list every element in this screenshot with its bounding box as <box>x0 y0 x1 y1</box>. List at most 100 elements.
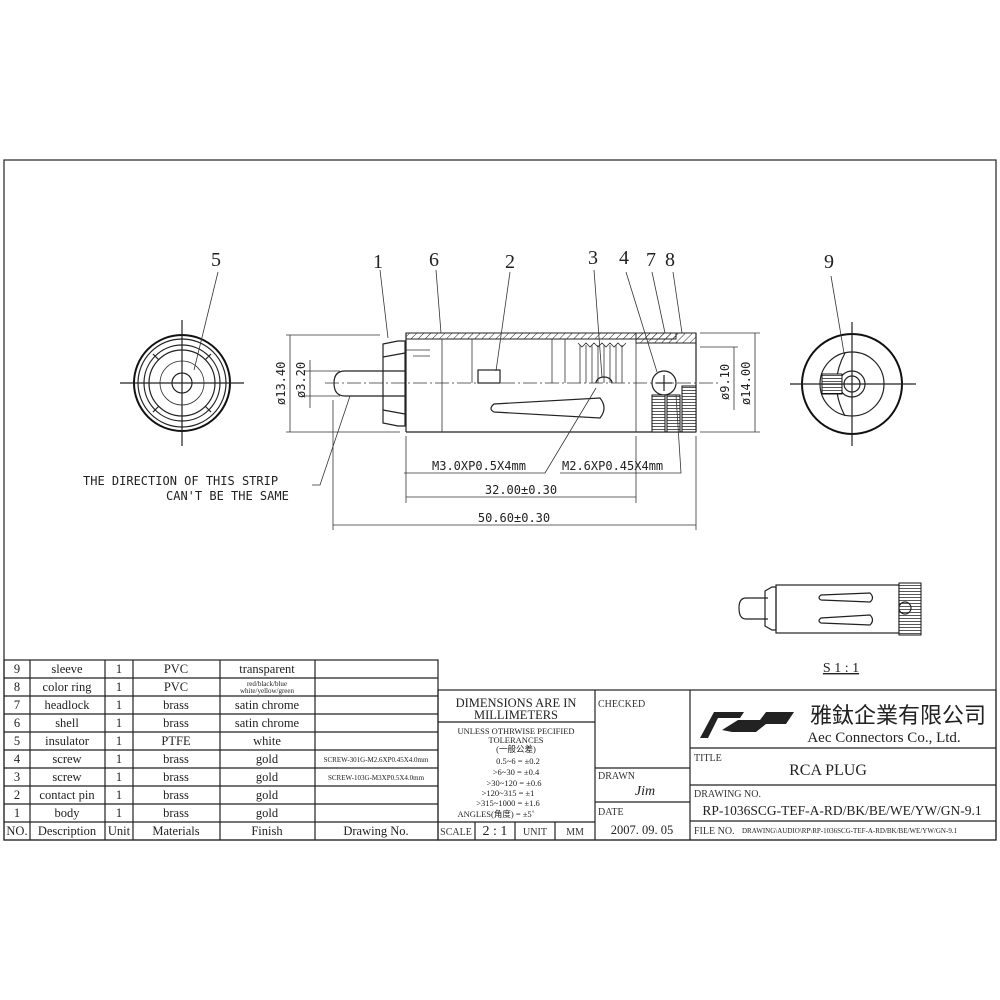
balloon-3: 3 <box>588 247 598 269</box>
bom-description: screw <box>52 752 81 766</box>
bom-no: 4 <box>14 752 21 766</box>
dims-note-line2: MILLIMETERS <box>474 708 558 722</box>
company-name-cn: 雅鈦企業有限公司 <box>810 703 986 728</box>
unit-value: MM <box>566 827 584 838</box>
bom-description: sleeve <box>51 662 83 676</box>
bom-finish: gold <box>256 752 279 766</box>
bom-finish: white <box>253 734 281 748</box>
dim-d9-10: ø9.10 <box>718 364 732 400</box>
balloon-2: 2 <box>505 251 515 273</box>
dims-note-line1: DIMENSIONS ARE IN <box>456 696 577 710</box>
dimension-lines <box>286 332 760 530</box>
bom-material: brass <box>163 770 189 784</box>
bom-finish: gold <box>256 806 279 820</box>
bom-unit: 1 <box>116 734 122 748</box>
tolerance-row: >30~120 = ±0.6 <box>487 778 542 788</box>
bom-no: 1 <box>14 806 20 820</box>
tolerance-row: >120~315 = ±1 <box>482 788 535 798</box>
bom-no: 8 <box>14 680 20 694</box>
bom-finish: satin chrome <box>235 698 300 712</box>
balloon-5: 5 <box>211 249 221 271</box>
bom-no: 3 <box>14 770 20 784</box>
bom-finish: gold <box>256 788 279 802</box>
drawing-no-value: RP-1036SCG-TEF-A-RD/BK/BE/WE/YW/GN-9.1 <box>702 803 981 818</box>
checked-label: CHECKED <box>598 699 645 710</box>
bom-unit: 1 <box>116 752 122 766</box>
unit-label: UNIT <box>523 827 547 838</box>
header-drawing-no: Drawing No. <box>343 824 408 838</box>
bom-drawing-no: SCREW-103G-M3XP0.5X4.0mm <box>328 774 425 782</box>
bom-description: insulator <box>45 734 90 748</box>
scale-1-1-label: S 1 : 1 <box>823 661 859 676</box>
balloon-9: 9 <box>824 251 834 273</box>
file-no-value: DRAWING\AUDIO\RP\RP-1036SCG-TEF-A-RD/BK/… <box>742 827 958 835</box>
title-block: DIMENSIONS ARE IN MILLIMETERS UNLESS OTH… <box>440 696 986 839</box>
date-label: DATE <box>598 807 624 818</box>
tolerance-note-line2: TOLERANCES <box>488 735 543 745</box>
bom-table: 9 sleeve 1 PVC transparent 8 color ring … <box>6 662 429 838</box>
dim-length-50: 50.60±0.30 <box>478 511 550 525</box>
table-row: 1 body 1 brass gold <box>14 806 279 820</box>
title-block-grid <box>437 689 997 841</box>
scale-value: 2 : 1 <box>483 824 508 839</box>
bom-unit: 1 <box>116 788 122 802</box>
bom-description: body <box>55 806 81 820</box>
table-row: 6 shell 1 brass satin chrome <box>14 716 300 730</box>
bom-no: 9 <box>14 662 20 676</box>
bom-finish: transparent <box>239 662 295 676</box>
bom-unit: 1 <box>116 698 122 712</box>
company-logo <box>700 712 794 738</box>
tolerance-row: 0.5~6 = ±0.2 <box>496 756 540 766</box>
bom-unit: 1 <box>116 770 122 784</box>
header-materials: Materials <box>152 824 199 838</box>
table-row: 2 contact pin 1 brass gold <box>14 788 279 802</box>
drawn-value: Jim <box>635 784 655 799</box>
bom-no: 2 <box>14 788 20 802</box>
bom-material: PTFE <box>161 734 191 748</box>
bom-material: brass <box>163 716 189 730</box>
dim-screw-m3: M3.0XP0.5X4mm <box>432 459 526 473</box>
rear-end-view <box>790 275 916 446</box>
bom-material: brass <box>163 698 189 712</box>
balloon-leaders <box>379 269 683 378</box>
side-section-view <box>325 332 720 433</box>
drawing-no-label: DRAWING NO. <box>694 789 761 800</box>
bom-description: color ring <box>43 680 93 694</box>
strip-note-line2: CAN'T BE THE SAME <box>166 489 289 503</box>
bom-material: brass <box>163 806 189 820</box>
table-row: 8 color ring 1 PVC red/black/blue white/… <box>14 680 295 695</box>
bom-description: headlock <box>44 698 90 712</box>
balloon-4: 4 <box>619 247 629 269</box>
bom-no: 6 <box>14 716 20 730</box>
header-no: NO. <box>6 824 27 838</box>
bom-finish-line2: white/yellow/green <box>240 687 295 695</box>
tolerance-row: >6~30 = ±0.4 <box>493 767 540 777</box>
strip-note-line1: THE DIRECTION OF THIS STRIP <box>83 474 278 488</box>
table-row: 4 screw 1 brass gold SCREW-301G-M2.6XP0.… <box>14 752 429 766</box>
bom-no: 7 <box>14 698 20 712</box>
bom-finish: satin chrome <box>235 716 300 730</box>
dim-screw-m26: M2.6XP0.45X4mm <box>562 459 663 473</box>
title-value: RCA PLUG <box>789 762 867 779</box>
dim-d3-20: ø3.20 <box>294 362 308 398</box>
tolerance-note-line1: UNLESS OTHRWISE PECIFIED <box>457 726 574 736</box>
bom-material: PVC <box>164 662 188 676</box>
bom-material: PVC <box>164 680 188 694</box>
tolerance-note-line3: (一般公差) <box>496 744 536 754</box>
header-finish: Finish <box>251 824 283 838</box>
bom-table-grid <box>3 659 439 841</box>
file-no-label: FILE NO. <box>694 826 735 837</box>
table-row: 3 screw 1 brass gold SCREW-103G-M3XP0.5X… <box>14 770 425 784</box>
bom-drawing-no: SCREW-301G-M2.6XP0.45X4.0mm <box>324 756 429 764</box>
company-name-en: Aec Connectors Co., Ltd. <box>807 730 960 746</box>
bom-description: shell <box>55 716 79 730</box>
bom-unit: 1 <box>116 806 122 820</box>
balloon-8: 8 <box>665 249 675 271</box>
dim-d14-00: ø14.00 <box>739 362 753 405</box>
header-description: Description <box>38 824 97 838</box>
bom-material: brass <box>163 788 189 802</box>
balloon-1: 1 <box>373 251 383 273</box>
bom-finish-line1: red/black/blue <box>247 680 287 688</box>
bom-unit: 1 <box>116 716 122 730</box>
